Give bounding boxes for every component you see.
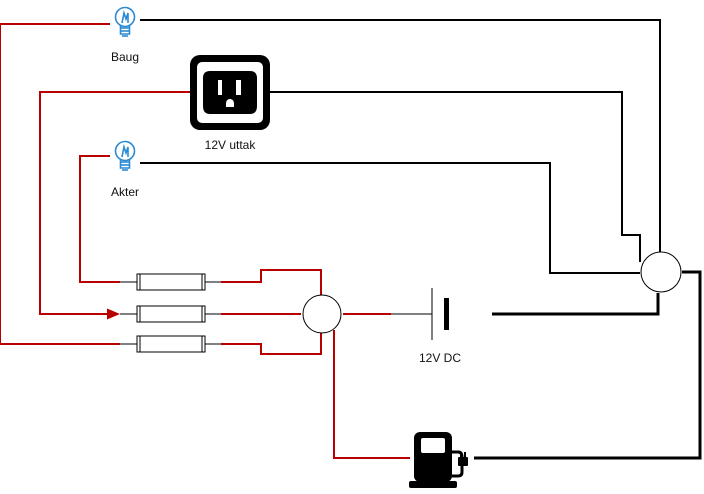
outlet-label: 12V uttak	[205, 138, 257, 152]
wire-stern-light-negative	[140, 162, 640, 274]
battery-symbol[interactable]	[431, 288, 449, 340]
positive-wiring	[0, 23, 410, 459]
wire-battery-negative	[492, 293, 660, 316]
wire-bow-light-negative	[140, 19, 661, 253]
wire-outlet-positive	[39, 91, 190, 315]
wire-bow-light-positive	[0, 23, 120, 345]
wire-fuse3-bus	[221, 333, 322, 355]
battery-label: 12V DC	[419, 351, 461, 365]
positive-busbar[interactable]	[302, 294, 342, 334]
wire-stern-light-positive	[79, 155, 120, 283]
fuse-outlet	[120, 305, 221, 323]
lightbulb-icon[interactable]	[114, 6, 136, 37]
stern-light-label: Akter	[111, 185, 139, 199]
lightbulb-icon[interactable]	[114, 140, 136, 171]
fuse-bow-light	[120, 335, 221, 353]
fuse-stern-light	[120, 273, 221, 291]
ev-charger-icon[interactable]	[409, 432, 468, 488]
arrow-head	[107, 308, 120, 320]
fuse-block	[120, 273, 221, 353]
wire-fuse1-bus	[221, 269, 322, 297]
bow-light-label: Baug	[111, 50, 139, 64]
negative-wiring	[140, 19, 702, 460]
wire-charger-negative	[474, 270, 702, 460]
negative-busbar[interactable]	[640, 251, 682, 293]
wire-charger-positive	[333, 330, 410, 459]
power-outlet-icon[interactable]	[190, 55, 270, 130]
wire-outlet-negative	[270, 91, 641, 262]
